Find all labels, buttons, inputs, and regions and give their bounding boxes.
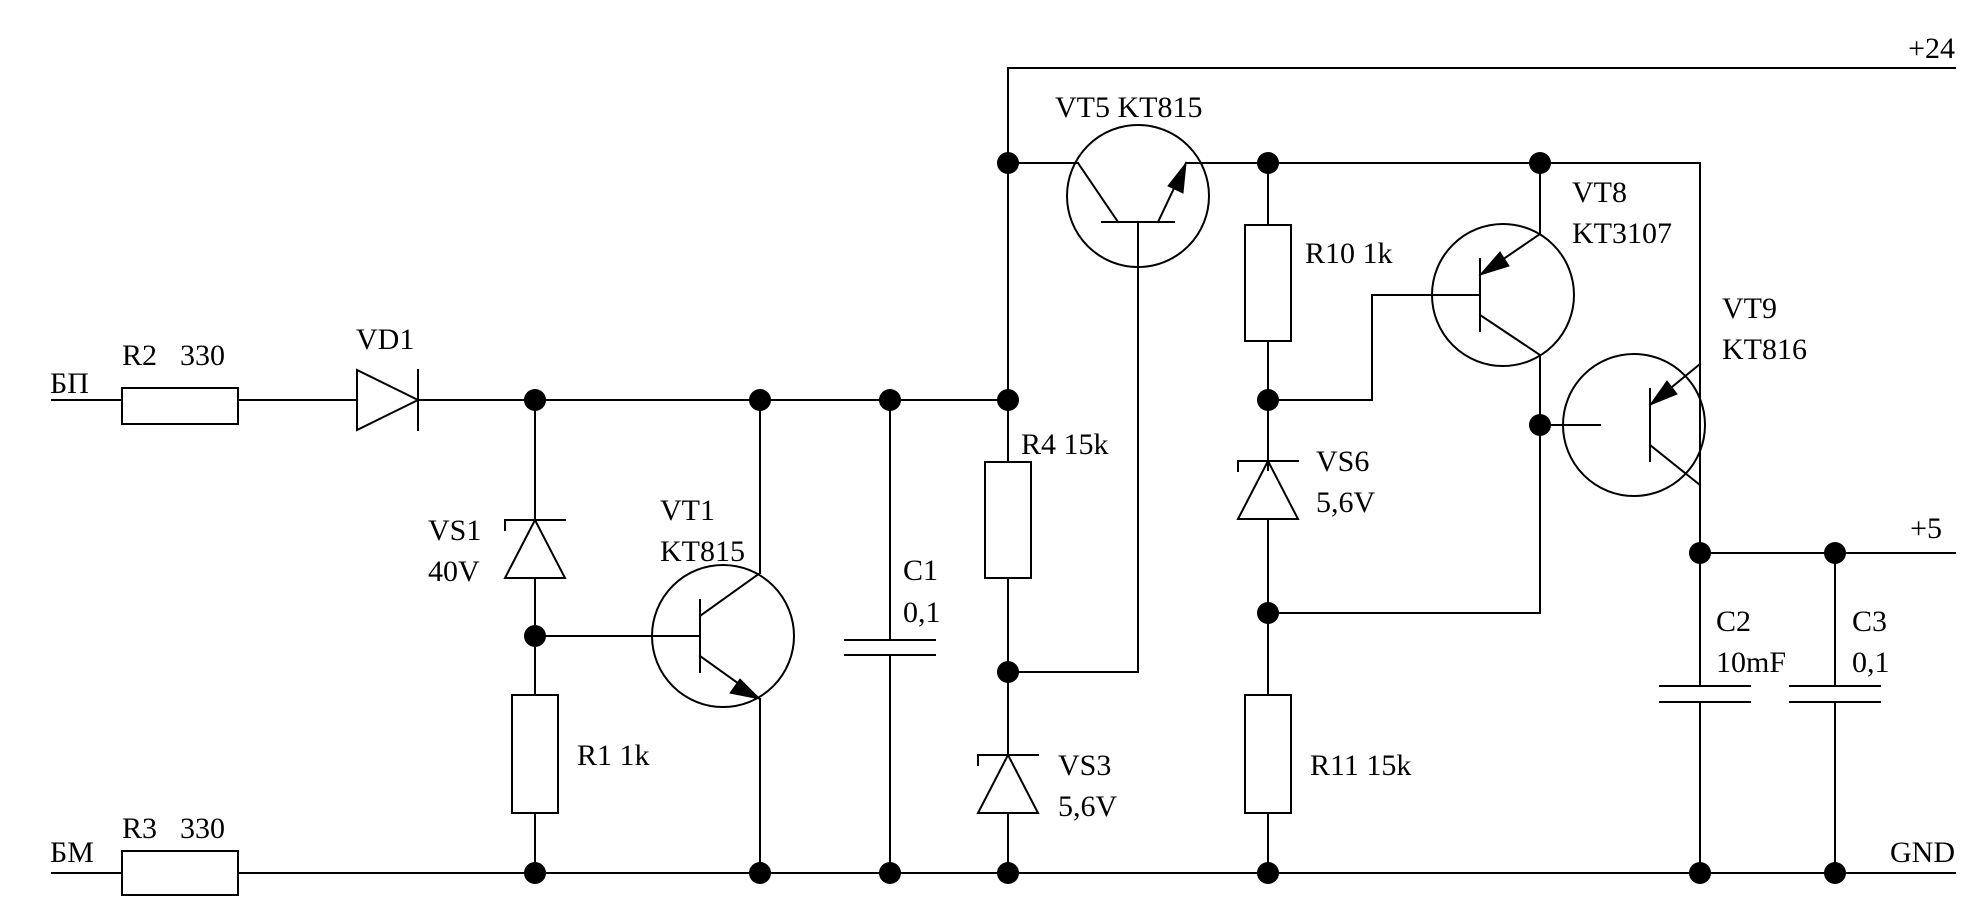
junction-dot [1529, 152, 1551, 174]
c3-ref-label: C3 [1852, 605, 1887, 638]
junction-dot [1824, 542, 1846, 564]
vs3-ref-label: VS3 [1058, 749, 1111, 782]
c1-value-label: 0,1 [903, 596, 941, 629]
net-label-ground: GND [1890, 836, 1955, 869]
junction-dot [997, 389, 1019, 411]
junction-dot [879, 389, 901, 411]
junction-dots [524, 152, 1846, 884]
vt8-ref-label: VT8 [1572, 176, 1627, 209]
junction-dot [1689, 542, 1711, 564]
resistor-r3-body [121, 850, 239, 896]
vs6-value-label: 5,6V [1316, 486, 1376, 519]
c2-value-label: 10mF [1716, 646, 1786, 679]
junction-dot [524, 389, 546, 411]
resistor-r4-body [984, 461, 1032, 579]
junction-dot [997, 152, 1019, 174]
c1-ref-label: C1 [903, 554, 938, 587]
resistor-r2-body [121, 387, 239, 425]
vt1-ref-label: VT1 [660, 494, 715, 527]
r3-value-label: 330 [180, 812, 225, 845]
junction-dot [1257, 152, 1279, 174]
r10-label: R10 1k [1305, 237, 1393, 270]
zener-vs6-symbol [1236, 458, 1300, 520]
zener-vs3-symbol [976, 752, 1040, 814]
diode-vd1-symbol [356, 368, 421, 432]
junction-dot [524, 862, 546, 884]
junction-dot [1257, 602, 1279, 624]
vs1-ref-label: VS1 [428, 514, 481, 547]
junction-dot [524, 625, 546, 647]
junction-dot [1529, 414, 1551, 436]
transistor-vt5-symbol [1066, 124, 1210, 268]
vs6-ref-label: VS6 [1316, 445, 1369, 478]
junction-dot [749, 862, 771, 884]
transistor-vt9-symbol [1562, 353, 1706, 497]
net-label-input-negative: БМ [50, 836, 94, 869]
c3-value-label: 0,1 [1852, 646, 1890, 679]
r2-value-label: 330 [180, 339, 225, 372]
c2-ref-label: C2 [1716, 605, 1751, 638]
vt5-label: VT5 KT815 [1055, 91, 1202, 124]
junction-dot [1689, 862, 1711, 884]
vd1-ref-label: VD1 [356, 323, 414, 356]
junction-dot [997, 862, 1019, 884]
r4-label: R4 15k [1021, 428, 1109, 461]
junction-dot [997, 661, 1019, 683]
junction-dot [749, 389, 771, 411]
vs1-value-label: 40V [428, 555, 480, 588]
net-label-rail-5: +5 [1910, 512, 1942, 545]
vt8-part-label: KT3107 [1572, 217, 1672, 250]
net-label-input-positive: БП [50, 367, 89, 400]
transistor-vt1-symbol [651, 564, 795, 708]
capacitor-c3-plates [1789, 685, 1881, 703]
r11-label: R11 15k [1310, 749, 1411, 782]
net-label-rail-24: +24 [1908, 32, 1955, 65]
resistor-r1-body [511, 694, 559, 814]
labels: БП БМ +24 +5 GND R2 330 R3 330 VD1 VS1 4… [50, 32, 1955, 869]
r2-ref-label: R2 [122, 339, 157, 372]
junction-dot [1257, 389, 1279, 411]
junction-dot [1257, 862, 1279, 884]
r1-label: R1 1k [577, 739, 650, 772]
vs3-value-label: 5,6V [1058, 790, 1118, 823]
resistor-r11-body [1244, 694, 1292, 814]
junction-dot [1824, 862, 1846, 884]
vt9-part-label: KT816 [1722, 333, 1807, 366]
transistor-vt8-symbol [1431, 223, 1575, 367]
junction-dot [879, 862, 901, 884]
zener-vs1-symbol [503, 517, 567, 579]
resistor-r10-body [1244, 224, 1292, 342]
vt9-ref-label: VT9 [1722, 292, 1777, 325]
capacitor-c2-plates [1659, 685, 1751, 703]
capacitor-c1-plates [844, 639, 936, 656]
r3-ref-label: R3 [122, 812, 157, 845]
vt1-part-label: KT815 [660, 535, 745, 568]
